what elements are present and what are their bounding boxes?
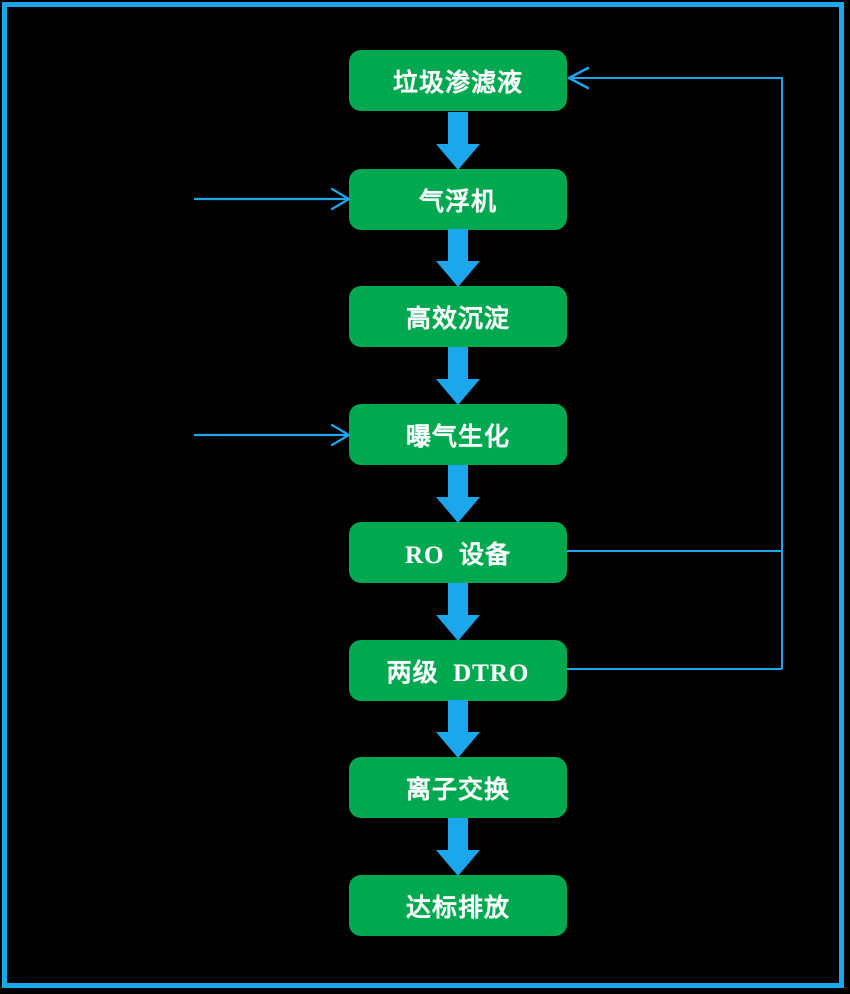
block-arrow-down-icon-6: [436, 700, 480, 758]
block-arrow-down-icon-1: [436, 112, 480, 170]
node-flotation[interactable]: 气浮机: [349, 169, 567, 230]
block-arrow-down-icon-7: [436, 818, 480, 876]
block-arrow-down-icon-3: [436, 347, 480, 405]
recycle-arrowhead-icon: [567, 66, 590, 90]
node-leachate[interactable]: 垃圾渗滤液: [349, 50, 567, 111]
input-arrow-to-aeration-icon: [194, 424, 350, 448]
node-sedimentation[interactable]: 高效沉淀: [349, 286, 567, 347]
input-arrow-to-flotation-icon: [194, 188, 350, 212]
recycle-riser-line: [572, 77, 783, 669]
node-ro[interactable]: RO 设备: [349, 522, 567, 583]
node-discharge[interactable]: 达标排放: [349, 875, 567, 936]
block-arrow-down-icon-4: [436, 465, 480, 523]
node-dtro[interactable]: 两级 DTRO: [349, 640, 567, 701]
node-ion-exchange[interactable]: 离子交换: [349, 757, 567, 818]
block-arrow-down-icon-2: [436, 229, 480, 287]
node-aeration[interactable]: 曝气生化: [349, 404, 567, 465]
block-arrow-down-icon-5: [436, 583, 480, 641]
